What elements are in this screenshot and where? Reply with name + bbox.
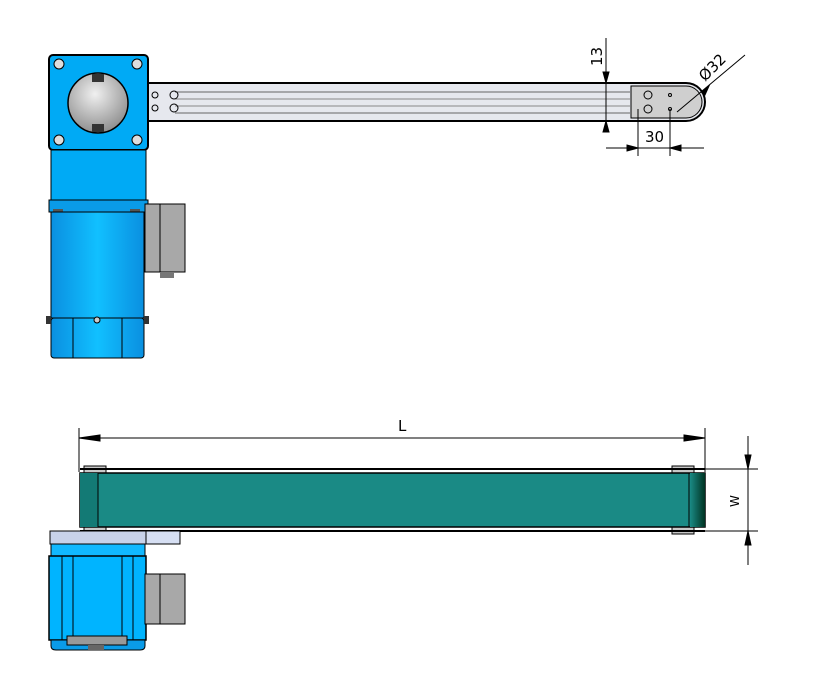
dimension-30	[606, 109, 704, 156]
dimension-13-label: 13	[588, 47, 606, 66]
dimension-diameter	[676, 54, 746, 113]
conveyor-arm	[147, 82, 706, 122]
dimension-width	[705, 436, 758, 565]
fan-cover	[67, 72, 129, 134]
side-terminal-box	[144, 573, 186, 625]
dimension-width-label: W	[728, 495, 742, 507]
side-gear-motor	[48, 530, 186, 651]
gear-motor	[46, 54, 186, 359]
side-view: L	[48, 417, 758, 651]
terminal-box	[144, 203, 186, 273]
dimension-length-label: L	[398, 417, 407, 435]
top-view: 13 30 Ø32	[46, 38, 746, 359]
dimension-13	[595, 38, 640, 133]
dimension-length	[78, 428, 706, 472]
conveyor-belt	[79, 465, 706, 535]
dimension-diameter-label: Ø32	[695, 50, 730, 85]
dimension-30-label: 30	[645, 128, 664, 146]
